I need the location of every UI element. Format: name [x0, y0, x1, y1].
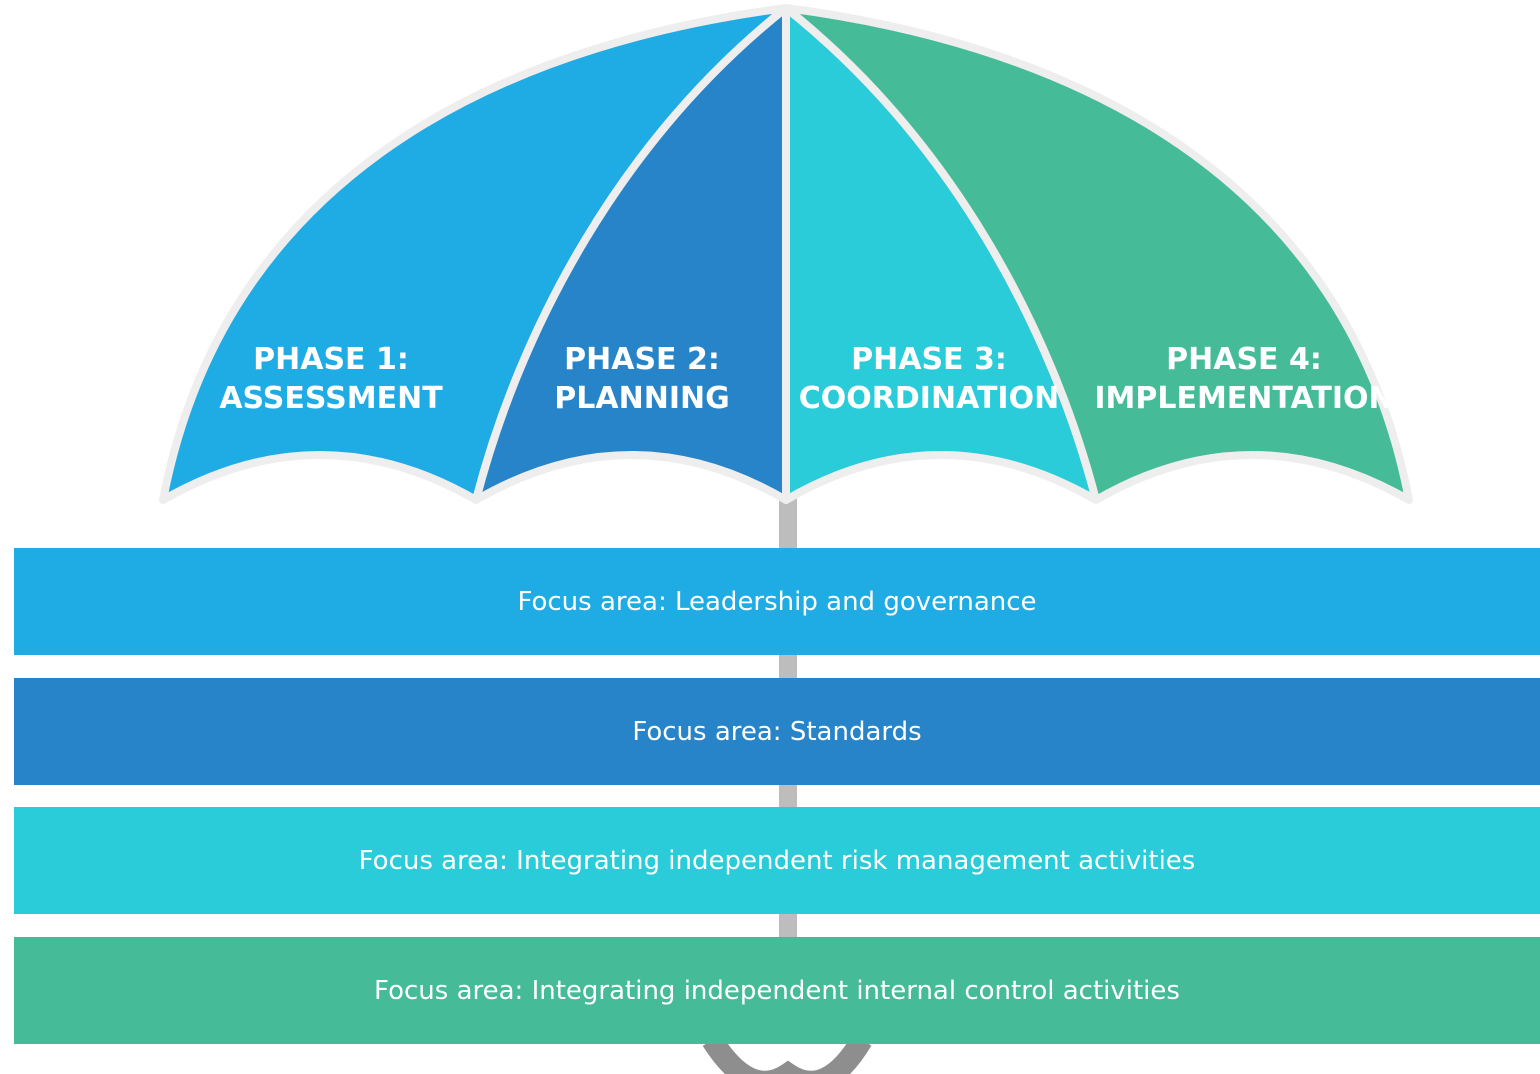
phase-3-name: COORDINATION [798, 381, 1060, 416]
focus-area-band-1: Focus area: Leadership and governance [14, 548, 1540, 655]
focus-area-label: Focus area: Integrating independent inte… [374, 975, 1180, 1006]
canopy-panel-phase-4 [782, 4, 1413, 504]
focus-area-label: Focus area: Integrating independent risk… [358, 845, 1196, 876]
phase-1-title: PHASE 1: [253, 342, 409, 377]
focus-area-band-4: Focus area: Integrating independent inte… [14, 937, 1540, 1044]
phase-2-name: PLANNING [554, 381, 730, 416]
phase-2-title: PHASE 2: [564, 342, 720, 377]
focus-area-band-2: Focus area: Standards [14, 678, 1540, 785]
phase-4-title: PHASE 4: [1166, 342, 1322, 377]
phase-4-label: PHASE 4: IMPLEMENTATION [1094, 340, 1394, 418]
canopy-panel-phase-2 [472, 4, 790, 504]
focus-area-band-3: Focus area: Integrating independent risk… [14, 807, 1540, 914]
focus-area-label: Focus area: Standards [632, 716, 922, 747]
phase-4-name: IMPLEMENTATION [1094, 381, 1394, 416]
phase-1-label: PHASE 1: ASSESSMENT [181, 340, 481, 418]
phase-2-label: PHASE 2: PLANNING [492, 340, 792, 418]
phase-3-label: PHASE 3: COORDINATION [779, 340, 1079, 418]
phase-3-title: PHASE 3: [851, 342, 1007, 377]
phase-1-name: ASSESSMENT [219, 381, 443, 416]
umbrella-handle-hook [702, 1033, 872, 1074]
focus-area-label: Focus area: Leadership and governance [517, 586, 1037, 617]
